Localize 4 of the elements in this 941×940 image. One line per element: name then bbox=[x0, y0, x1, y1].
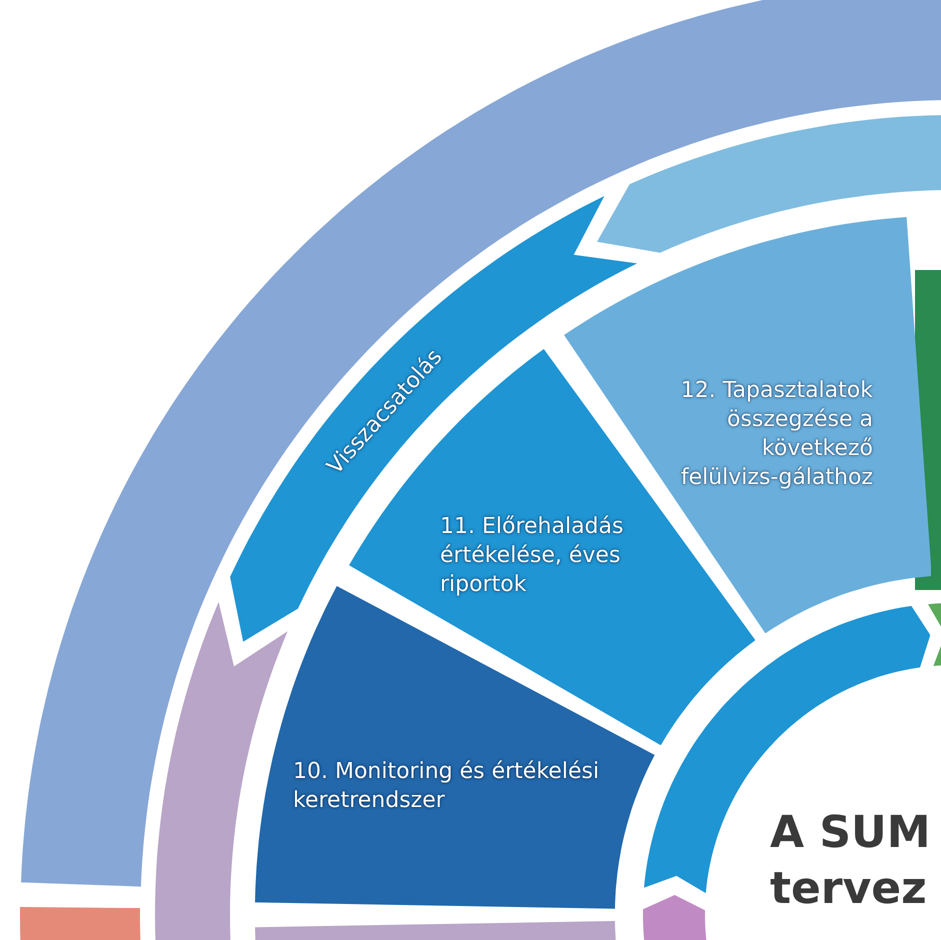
step-label: 12. Tapasztalatok összegzése a következő felülvizs-gálathoz bbox=[680, 376, 873, 492]
center-title: A SUM tervez bbox=[770, 806, 932, 916]
step-label: 11. Előrehaladás értékelése, éves riportok bbox=[440, 512, 624, 599]
step-label: 10. Monitoring és értékelési keretrendszer bbox=[292, 758, 600, 815]
